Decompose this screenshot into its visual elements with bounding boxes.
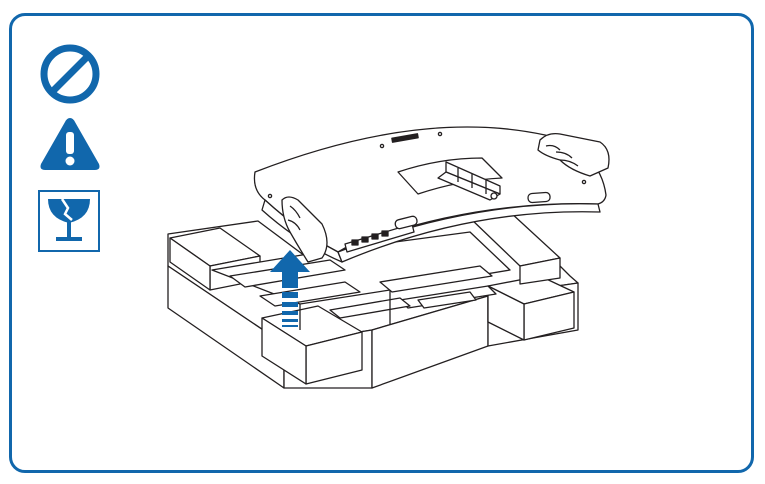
fragile-glass-icon [38,190,100,252]
no-entry-icon [40,44,100,104]
exclamation-warning-icon [40,118,100,170]
left-hand [281,196,328,263]
lift-up-arrow-icon [270,250,310,327]
foam-packaging-tray [167,211,579,389]
right-hand [537,132,610,177]
